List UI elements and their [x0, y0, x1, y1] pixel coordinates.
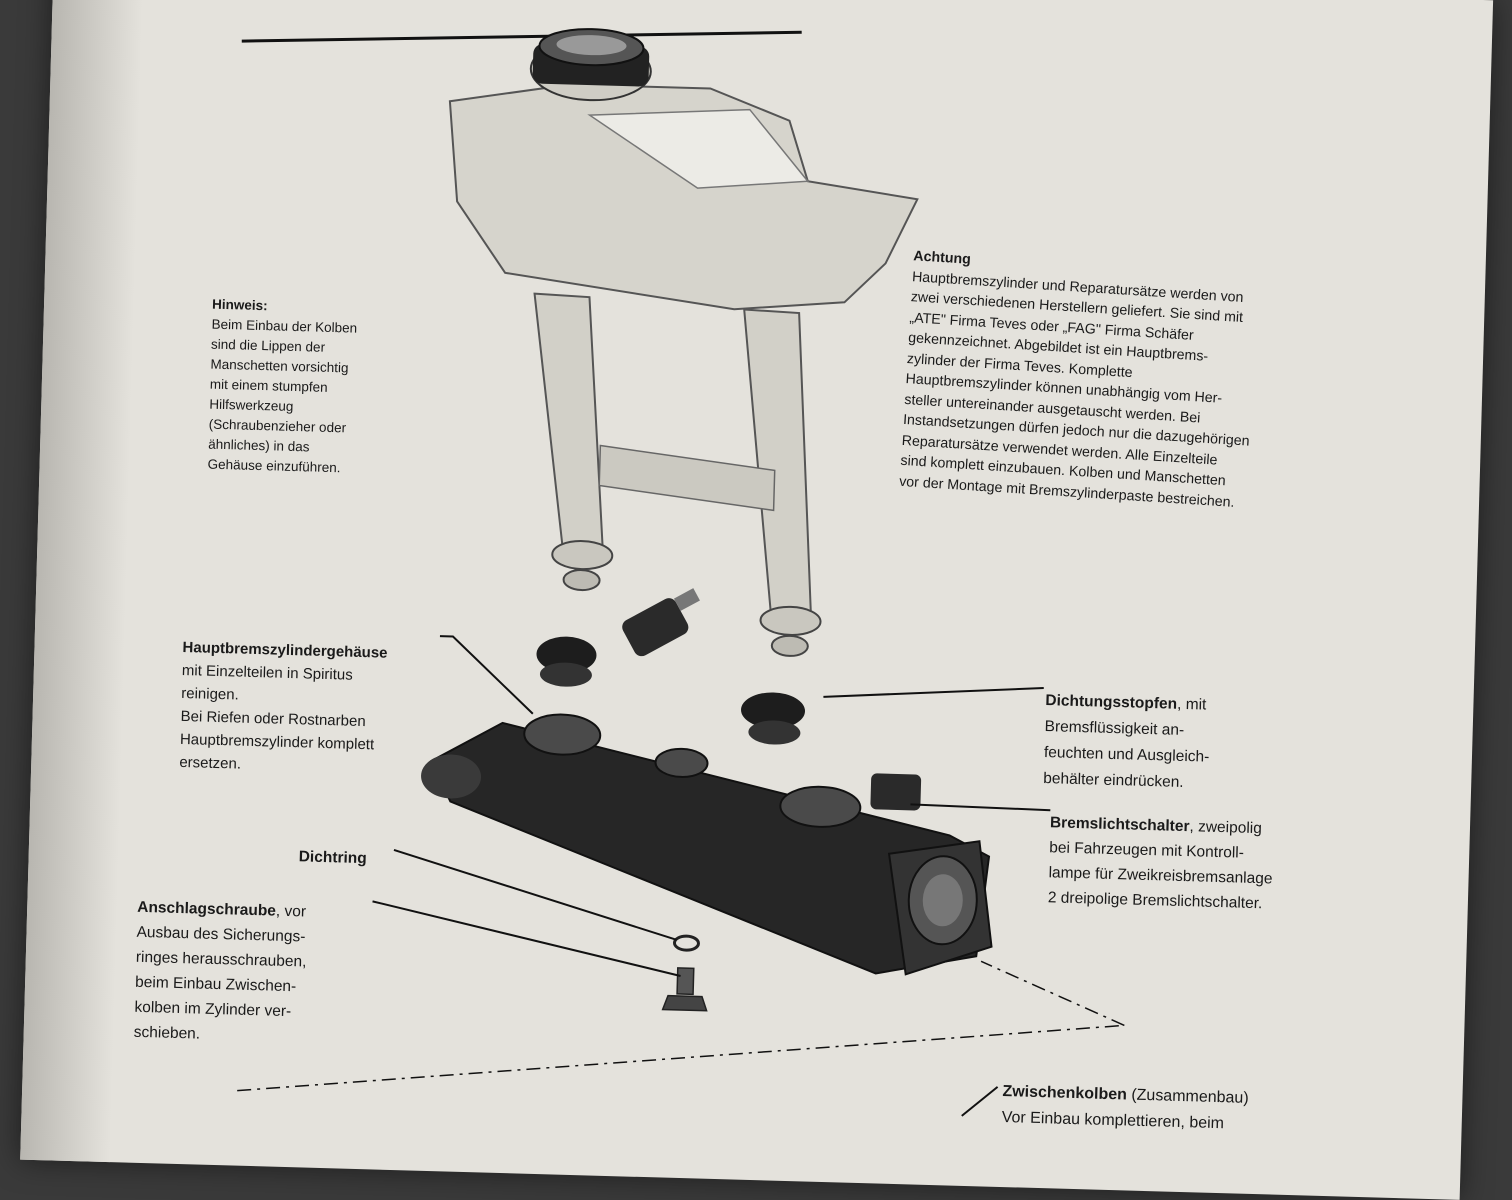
note-hinweis-line: Gehäuse einzuführen.	[207, 456, 341, 476]
label-sealing-plug-suffix: , mit	[1176, 695, 1207, 714]
sealing-ring-and-stop-screw	[661, 934, 708, 1012]
label-sealing-plug: Dichtungsstopfen, mit Bremsflüssigkeit a…	[1043, 688, 1211, 797]
exploded-view-illustration	[237, 28, 1125, 1117]
label-sealing-ring: Dichtring	[298, 847, 367, 869]
manual-page: Hinweis: Beim Einbau der Kolben sind die…	[20, 0, 1494, 1200]
label-sealing-ring-title: Dichtring	[298, 848, 367, 868]
label-stop-screw-title: Anschlagschraube	[137, 898, 277, 920]
note-achtung: Achtung Hauptbremszylinder und Reparatur…	[899, 246, 1261, 513]
label-line: schieben.	[133, 1023, 201, 1043]
master-cylinder-housing	[421, 713, 993, 976]
reservoir-outlet-legs	[533, 292, 822, 657]
label-intermediate-piston-title: Zwischenkolben	[1002, 1083, 1128, 1104]
label-stop-screw: Anschlagschraube, vor Ausbau des Sicheru…	[133, 895, 308, 1050]
label-stop-screw-suffix: , vor	[275, 902, 307, 921]
assembly-axis-line	[237, 1024, 1125, 1092]
note-hinweis: Hinweis: Beim Einbau der Kolben sind die…	[207, 295, 358, 479]
leader-lines	[372, 635, 1051, 1117]
brake-fluid-reservoir	[448, 28, 919, 311]
brake-light-switch-part	[622, 588, 700, 657]
label-intermediate-piston: Zwischenkolben (Zusammenbau) Vor Einbau …	[1001, 1079, 1249, 1138]
label-sealing-plug-title: Dichtungsstopfen	[1045, 692, 1178, 713]
label-cylinder-housing: Hauptbremszylindergehäuse mit Einzelteil…	[179, 636, 388, 780]
label-brake-light-switch-suffix: , zweipolig	[1189, 818, 1263, 838]
sealing-plug-parts	[536, 636, 806, 745]
assembly-axis-line-2	[980, 960, 1125, 1027]
label-brake-light-switch-title: Bremslichtschalter	[1049, 814, 1190, 836]
label-intermediate-piston-suffix: (Zusammenbau)	[1126, 1086, 1249, 1107]
label-brake-light-switch: Bremslichtschalter, zweipolig bei Fahrze…	[1048, 810, 1275, 916]
label-line: behälter eindrücken.	[1042, 770, 1184, 791]
